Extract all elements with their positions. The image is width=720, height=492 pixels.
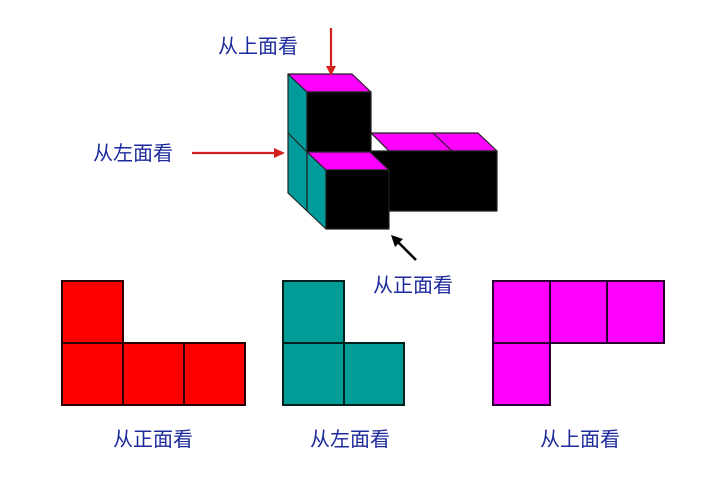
front-face-front-cube xyxy=(325,169,390,230)
caption-top-view: 从上面看 xyxy=(540,427,620,451)
front-view-grid xyxy=(61,280,246,406)
top-face-back-row xyxy=(370,132,498,152)
top-view-grid xyxy=(492,280,665,406)
label-from-top: 从上面看 xyxy=(218,34,298,58)
front-face-back-row xyxy=(370,150,498,212)
front-face-upper-cube xyxy=(306,91,372,153)
caption-front-view: 从正面看 xyxy=(113,427,193,451)
label-from-front: 从正面看 xyxy=(373,273,453,297)
arrow-from-front-icon xyxy=(391,235,417,261)
caption-left-view: 从左面看 xyxy=(310,427,390,451)
arrow-from-top-icon xyxy=(326,28,336,76)
arrow-from-left-icon xyxy=(192,148,285,158)
label-from-left: 从左面看 xyxy=(93,141,173,165)
left-view-grid xyxy=(282,280,405,406)
